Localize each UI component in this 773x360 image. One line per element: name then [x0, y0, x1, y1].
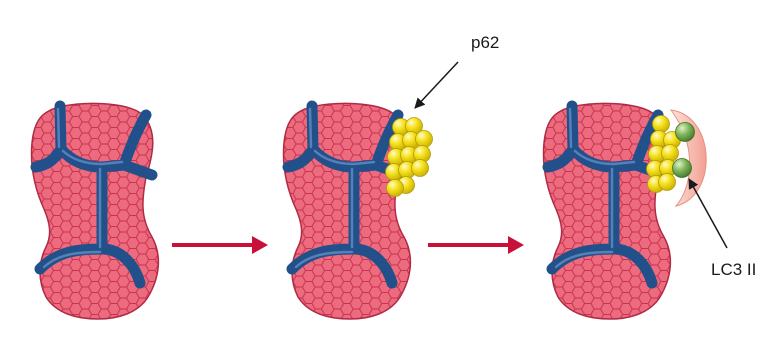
organelle-stage-1	[32, 103, 159, 319]
process-arrow-1	[172, 236, 268, 254]
p62-label: p62	[471, 34, 499, 51]
process-arrow-2	[428, 236, 524, 254]
lc3-ii-label: LC3 II	[711, 261, 756, 278]
p62-pointer-arrow-icon	[415, 62, 458, 108]
p62-cluster-stage-2	[386, 118, 433, 197]
lc3-pointer-arrow-icon	[689, 179, 727, 248]
organelle-stage-2	[284, 103, 411, 319]
